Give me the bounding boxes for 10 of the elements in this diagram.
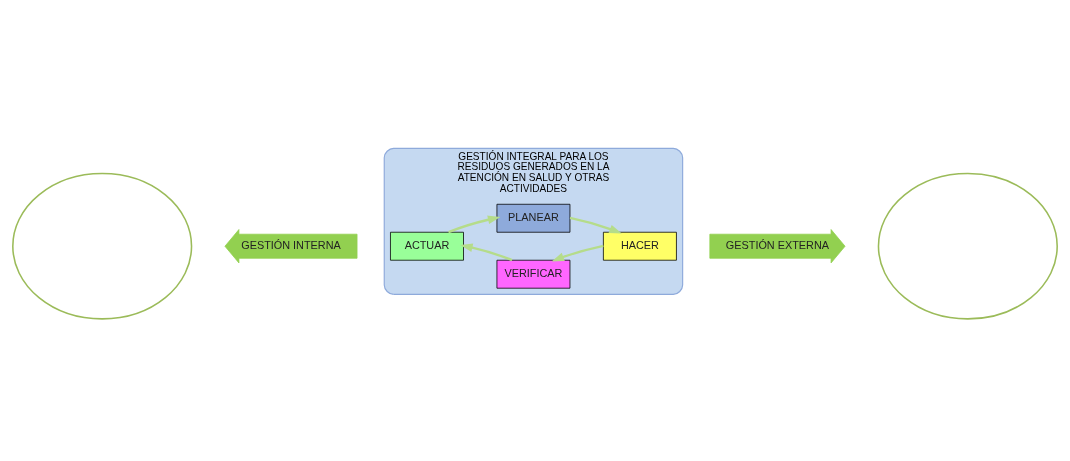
node-box: HACER [603, 231, 677, 261]
arrow [569, 216, 622, 234]
node-ellipse [877, 172, 1058, 320]
node-ellipse [12, 172, 193, 320]
arrow [448, 215, 501, 234]
node-box: PLANEAR [496, 203, 571, 233]
node-box: VERIFICAR [496, 259, 571, 289]
arrow [551, 244, 604, 262]
arrow [460, 243, 513, 262]
node-box: ACTUAR [390, 231, 464, 261]
